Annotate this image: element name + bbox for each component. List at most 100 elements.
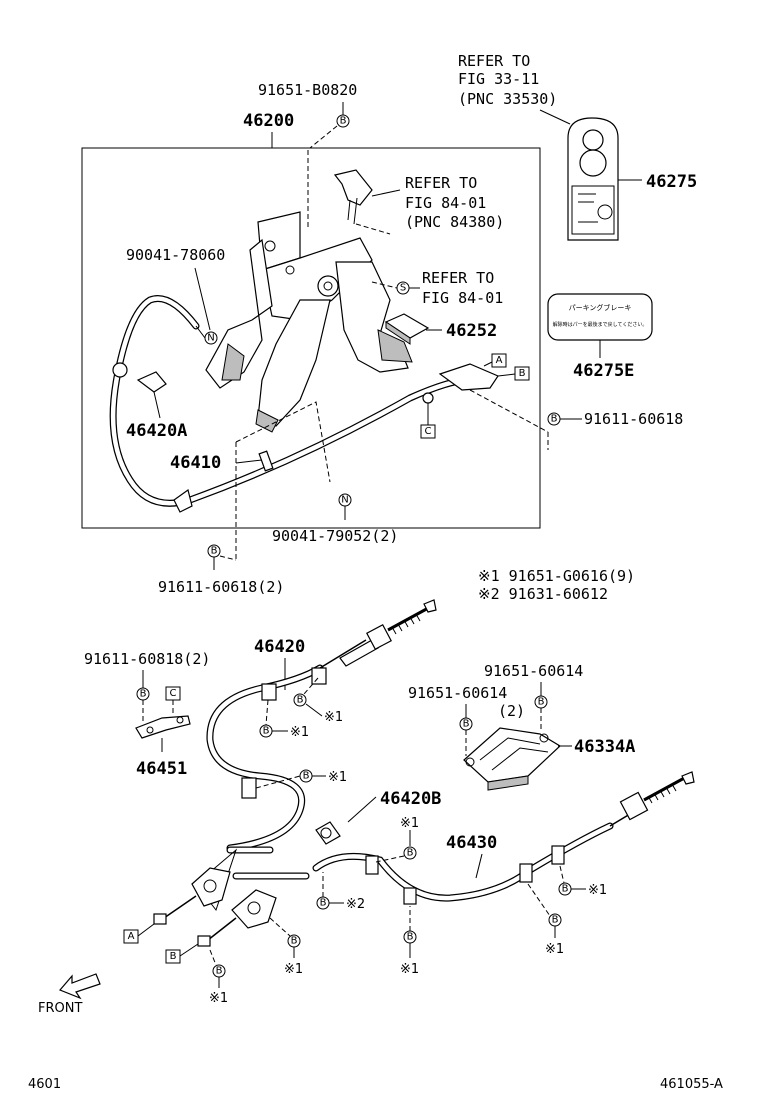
part-label-46410: 46410 [170,453,221,473]
screw-symbol: S [396,281,410,295]
bracket-46420a [136,371,167,393]
note1-mark-f: ※1 [588,883,607,898]
clamp-46420b [315,821,341,845]
refer-fig-84-b-line1: REFER TO [422,269,494,287]
svg-text:パーキングブレーキ: パーキングブレーキ [569,303,632,312]
parking-brake-pedal-assembly [205,211,413,433]
part-label-46430: 46430 [446,833,497,853]
front-arrow-icon [58,973,101,1000]
svg-text:B: B [407,848,414,859]
svg-text:N: N [341,495,348,506]
heat-insulator-46334a [463,727,561,791]
svg-text:C: C [170,688,177,699]
svg-text:B: B [303,771,310,782]
part-label-46420a: 46420A [126,421,187,441]
intermediate-cable-46420 [206,599,437,852]
refer-fig-33-line3: (PNC 33530) [458,90,557,108]
svg-text:A: A [496,355,503,366]
part-label-91651-60614-b-line1: 91651-60614 [408,684,507,702]
bolt-note1-f: B [558,882,572,896]
bolt-symbol-46451: B [136,687,150,701]
bolt-note1-h: B [287,934,301,948]
bolt-note1-i: B [212,964,226,978]
note-2: ※2 91631-60612 [478,585,608,603]
part-label-91611-60818: 91611-60818(2) [84,650,210,668]
bolt-symbol-right: B [547,412,561,426]
svg-text:B: B [291,936,298,947]
part-label-46451: 46451 [136,759,187,779]
note1-mark-d: ※1 [400,816,419,831]
bolt-note1-e: B [403,930,417,944]
svg-text:C: C [425,426,432,437]
svg-text:B: B [340,116,347,127]
note1-mark-g: ※1 [545,942,564,957]
nut-symbol: N [204,331,218,345]
bolt-symbol: B [336,114,350,128]
note1-mark-e: ※1 [400,962,419,977]
svg-text:B: B [551,414,558,425]
note1-mark-b: ※1 [290,725,309,740]
svg-text:B: B [170,951,177,962]
front-cable-46410 [109,295,499,513]
switch-bracket [333,169,373,225]
refer-fig-84-b-line2: FIG 84-01 [422,289,503,307]
refer-fig-33-line1: REFER TO [458,52,530,70]
part-label-91611-60618-2: 91611-60618(2) [158,578,284,596]
bolt-symbol-46334a-a: B [534,695,548,709]
part-label-91651-60614-b-line2: (2) [498,702,525,720]
part-label-90041-78060: 90041-78060 [126,246,225,264]
part-label-46275e: 46275E [573,361,634,381]
ref-box-c-upper: C [420,424,436,439]
assembly-boundary [81,147,541,529]
note-1: ※1 91651-G0616(9) [478,567,635,585]
ref-box-c-lower: C [165,686,181,701]
part-label-91651-b0820: 91651-B0820 [258,81,357,99]
part-label-46200: 46200 [243,111,294,131]
svg-text:B: B [463,719,470,730]
svg-text:B: B [320,898,327,909]
rear-cable-46430 [312,771,695,905]
note1-mark-h: ※1 [284,962,303,977]
ref-box-a-lower: A [123,929,139,944]
svg-text:B: B [297,695,304,706]
ref-box-b-lower: B [165,949,181,964]
svg-text:B: B [216,966,223,977]
front-label: FRONT [38,1001,82,1016]
note1-mark-c: ※1 [328,770,347,785]
bolt-note2: B [316,896,330,910]
pedal-pad-46252 [384,313,430,345]
svg-text:B: B [407,932,414,943]
left-rear-cable [153,846,310,947]
part-label-91611-60618: 91611-60618 [584,410,683,428]
bolt-note1-d: B [403,846,417,860]
svg-text:A: A [128,931,135,942]
svg-text:B: B [538,697,545,708]
svg-text:S: S [400,283,406,294]
part-label-91651-60614-a: 91651-60614 [484,662,583,680]
refer-fig-84-a-line2: FIG 84-01 [405,194,486,212]
svg-text:解除時はパーを最後まで戻してください。: 解除時はパーを最後まで戻してください。 [553,321,648,328]
bolt-symbol-46334a-b: B [459,717,473,731]
note1-mark-a: ※1 [324,710,343,725]
svg-text:B: B [263,726,270,737]
part-label-46420b: 46420B [380,789,441,809]
part-label-46275: 46275 [646,172,697,192]
bracket-46451 [135,715,191,739]
svg-text:N: N [207,333,214,344]
refer-fig-84-a-line3: (PNC 84380) [405,213,504,231]
svg-text:B: B [552,915,559,926]
part-label-46252: 46252 [446,321,497,341]
part-label-90041-79052: 90041-79052(2) [272,527,398,545]
ref-box-b-upper: B [514,366,530,381]
footer-page-code: 4601 [28,1077,61,1092]
svg-text:B: B [211,546,218,557]
part-label-46420: 46420 [254,637,305,657]
svg-text:B: B [140,689,147,700]
refer-fig-33-line2: FIG 33-11 [458,70,539,88]
nut-symbol-lower: N [338,493,352,507]
bolt-note1-g: B [548,913,562,927]
bolt-note1-a: B [293,693,307,707]
refer-fig-84-a-line1: REFER TO [405,174,477,192]
part-label-46334a: 46334A [574,737,635,757]
